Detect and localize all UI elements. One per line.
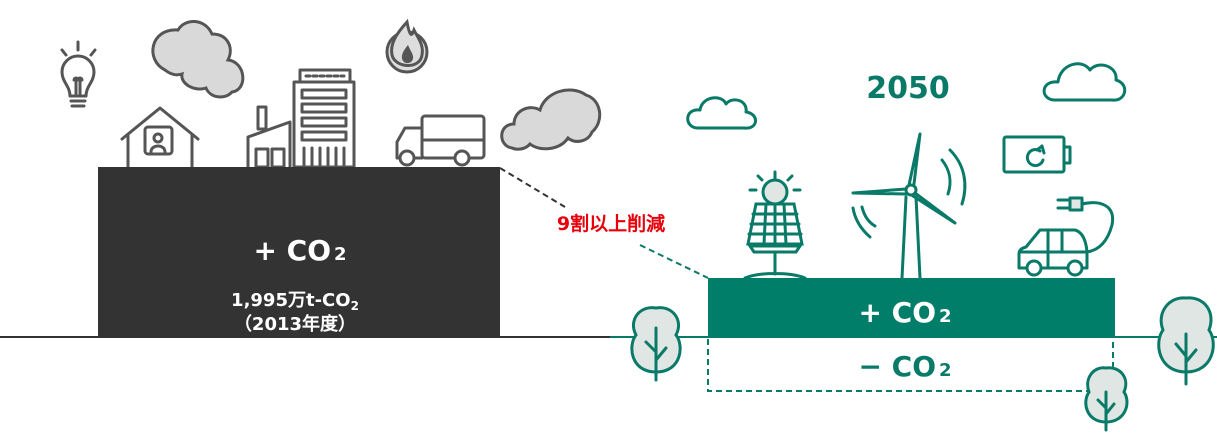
connector-dashed-bottom (639, 244, 709, 279)
solar-panel-icon (743, 170, 807, 280)
factory-building-icon (246, 68, 356, 169)
emissions-2050-box (708, 278, 1115, 337)
truck-icon (395, 114, 486, 167)
tree-icon-left (630, 306, 682, 382)
emissions-amount: 1,995万t-CO2 (231, 290, 359, 313)
absorption-dashed-box (707, 336, 1114, 392)
battery-charging-icon (1002, 135, 1072, 174)
reduction-label: 9割以上削減 (557, 212, 665, 235)
wind-turbine-icon (851, 132, 967, 280)
lightbulb-icon (60, 40, 97, 108)
smoke-cloud-icon (151, 20, 245, 99)
tree-icon-right (1157, 296, 1215, 386)
tree-icon-bottom (1084, 366, 1129, 432)
emissions-2013-box (98, 167, 500, 338)
target-year-2050: 2050 (866, 71, 950, 106)
electric-car-icon (1017, 196, 1115, 277)
base-year-note: （2013年度） (234, 313, 356, 335)
cloud-icon-right (1042, 62, 1127, 102)
smoke-cloud-icon-2 (500, 88, 602, 151)
cloud-icon-left (686, 96, 757, 130)
house-icon (120, 106, 200, 169)
connector-dashed-top (499, 167, 566, 208)
flame-icon (385, 18, 429, 74)
